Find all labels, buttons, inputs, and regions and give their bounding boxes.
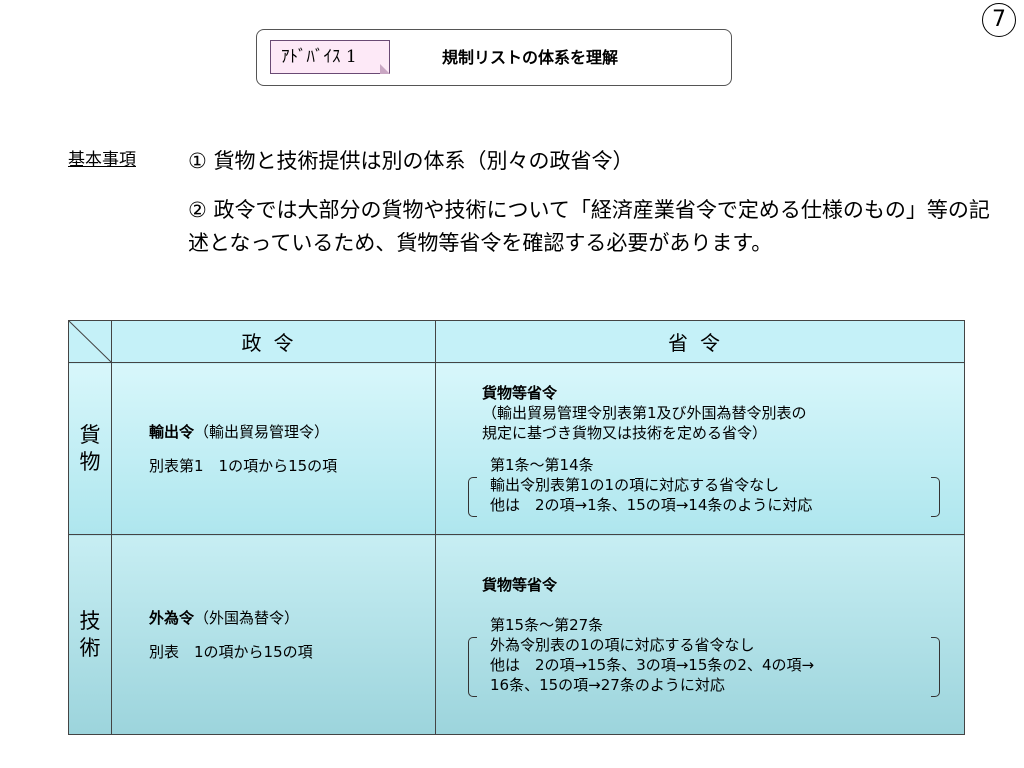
goods-ministerial-note-2: 他は 2の項→1条、15の項→14条のように対応 bbox=[490, 495, 813, 514]
tech-ministerial-range: 第15条～第27条 bbox=[490, 615, 604, 634]
table-row-goods: 貨物 輸出令（輸出貿易管理令） 別表第1 1の項から15の項 貨物等省令 （輸出… bbox=[68, 362, 965, 535]
left-bracket bbox=[468, 476, 477, 517]
tech-cabinet-name: 外為令 bbox=[149, 608, 195, 627]
tech-ministerial-note-1: 外為令別表の1の項に対応する省令なし bbox=[490, 635, 755, 654]
page-title: 規制リストの体系を理解 bbox=[442, 48, 619, 67]
diagonal-line bbox=[69, 321, 111, 362]
right-bracket bbox=[931, 476, 940, 517]
col-header-cabinet-order: 政令 bbox=[111, 320, 436, 363]
advice-tag: ｱﾄﾞﾊﾞｲｽ 1 bbox=[270, 40, 390, 74]
goods-cabinet-name: 輸出令 bbox=[149, 422, 195, 441]
goods-ministerial-note-1: 輸出令別表第1の1の項に対応する省令なし bbox=[490, 475, 780, 494]
table-row-technology: 技術 外為令（外国為替令） 別表 1の項から15の項 貨物等省令 第15条～第2… bbox=[68, 534, 965, 735]
tech-ministerial-cell: 貨物等省令 第15条～第27条 外為令別表の1の項に対応する省令なし 他は 2の… bbox=[435, 534, 965, 735]
regulation-table: 政令 省令 貨物 輸出令（輸出貿易管理令） 別表第1 1の項から15の項 貨物等… bbox=[68, 320, 965, 735]
row-header-goods: 貨物 bbox=[68, 362, 112, 535]
goods-ministerial-name: 貨物等省令 bbox=[482, 383, 558, 402]
goods-ministerial-desc-2: 規定に基づき貨物又は技術を定める省令） bbox=[482, 423, 768, 442]
tech-cabinet-name-line: 外為令（外国為替令） bbox=[149, 606, 435, 630]
tech-cabinet-detail: 別表 1の項から15の項 bbox=[149, 642, 313, 661]
tech-ministerial-block: 第15条～第27条 外為令別表の1の項に対応する省令なし 他は 2の項→15条、… bbox=[468, 615, 964, 697]
title-box: ｱﾄﾞﾊﾞｲｽ 1 規制リストの体系を理解 bbox=[256, 29, 732, 86]
col-header-ministerial-order: 省令 bbox=[435, 320, 965, 363]
row-header-technology: 技術 bbox=[68, 534, 112, 735]
row-label-technology: 技術 bbox=[79, 608, 101, 660]
right-bracket bbox=[931, 636, 940, 697]
basic-item-2: ② 政令では大部分の貨物や技術について「経済産業省令で定める仕様のもの」等の記述… bbox=[188, 198, 990, 255]
tech-ministerial-name: 貨物等省令 bbox=[482, 575, 558, 594]
tech-ministerial-note-3: 16条、15の項→27条のように対応 bbox=[490, 675, 725, 694]
page-number: 7 bbox=[982, 3, 1016, 37]
basic-item-1: ① 貨物と技術提供は別の体系（別々の政省令） bbox=[188, 149, 634, 173]
goods-cabinet-name-paren: （輸出貿易管理令） bbox=[194, 422, 330, 441]
goods-ministerial-cell: 貨物等省令 （輸出貿易管理令別表第1及び外国為替令別表の 規定に基づき貨物又は技… bbox=[435, 362, 965, 535]
corner-cell bbox=[68, 320, 112, 363]
tech-cabinet-cell: 外為令（外国為替令） 別表 1の項から15の項 bbox=[111, 534, 436, 735]
tech-cabinet-name-paren: （外国為替令） bbox=[194, 608, 300, 627]
row-label-goods: 貨物 bbox=[79, 422, 101, 474]
basic-items-label: 基本事項 bbox=[68, 150, 136, 170]
table-header-row: 政令 省令 bbox=[68, 320, 965, 363]
goods-cabinet-name-line: 輸出令（輸出貿易管理令） bbox=[149, 420, 435, 444]
goods-cabinet-detail: 別表第1 1の項から15の項 bbox=[149, 456, 338, 475]
goods-ministerial-range: 第1条～第14条 bbox=[490, 455, 594, 474]
goods-ministerial-block: 第1条～第14条 輸出令別表第1の1の項に対応する省令なし 他は 2の項→1条、… bbox=[468, 455, 964, 517]
goods-ministerial-desc-1: （輸出貿易管理令別表第1及び外国為替令別表の bbox=[482, 403, 807, 422]
tech-ministerial-note-2: 他は 2の項→15条、3の項→15条の2、4の項→ bbox=[490, 655, 815, 674]
left-bracket bbox=[468, 636, 477, 697]
goods-cabinet-cell: 輸出令（輸出貿易管理令） 別表第1 1の項から15の項 bbox=[111, 362, 436, 535]
